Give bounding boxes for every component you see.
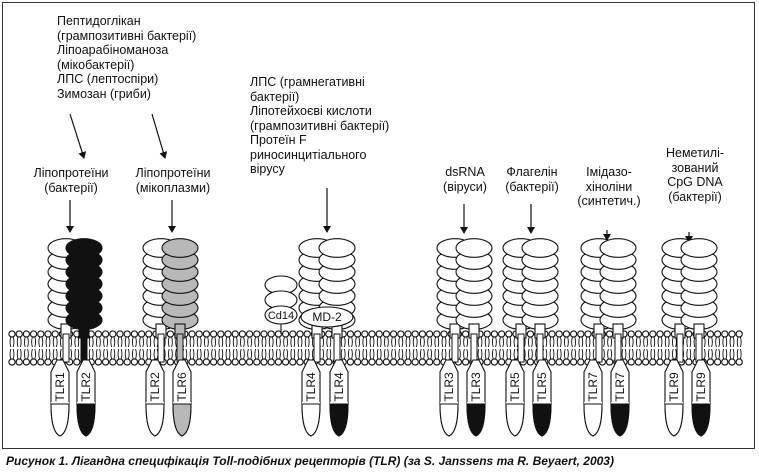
ligand-label-tlr7-tlr7: Імідазо-хіноліни(синтетич.) [572, 165, 646, 209]
tlr-chain-label: TLR6 [175, 372, 189, 402]
coreceptors: Cd14 MD-2 [264, 275, 354, 334]
ligand-label-tlr9-tlr9-line: (бактерії) [668, 189, 722, 204]
tlr2-ligand-list-line: ЛПС (лептоспіри) [57, 72, 159, 86]
ligand-label-tlr9-tlr9-line: Неметилі- [665, 146, 725, 160]
tlr4-ligand-list-line: ЛПС (грамнегативні [250, 75, 365, 89]
ligand-label-tlr1-tlr2: Ліпопротеїни(бактерії) [24, 166, 118, 195]
tlr-chain-label: TLR2 [148, 372, 162, 402]
receptor-tlr2-tlr6: TLR2 TLR6 [142, 238, 199, 437]
tlr4-ligand-list-line: бактерії) [250, 89, 300, 104]
ligand-label-tlr7-tlr7-line: хіноліни [585, 179, 633, 194]
tlr2-ligand-list-line: Зимозан (гриби) [57, 86, 151, 101]
ligand-label-tlr2-tlr6-line: Ліпопротеїни [135, 166, 211, 180]
ligand-label-tlr5-tlr5-line: Флагелін [506, 165, 558, 179]
ligand-label-tlr5-tlr5-line: (бактерії) [505, 179, 559, 194]
figure-caption: Рисунок 1. Лігандна специфікація Toll-по… [6, 454, 614, 468]
ligand-arrow [151, 113, 168, 159]
tlr-chain-label: TLR2 [79, 372, 93, 402]
ligand-label-tlr1-tlr2-line: (бактерії) [44, 180, 98, 195]
tlr2-ligand-list-line: Ліпоарабіноманоза [57, 43, 169, 57]
tlr4-ligand-list-line: Протеїн F [250, 133, 307, 147]
md2-coreceptor: MD-2 [300, 306, 354, 328]
tlr2-ligand-list-line: (грампозитивні бактерії) [57, 28, 197, 43]
ligand-label-tlr2-tlr6-line: (мікоплазми) [135, 180, 211, 195]
tlr-chain-label: TLR1 [53, 372, 67, 402]
tlr-chain-label: TLR9 [667, 372, 681, 402]
tlr2-ligand-list-line: (мікобактерії) [57, 57, 135, 72]
tlr-chain-label: TLR4 [332, 372, 346, 402]
tlr4-ligand-list-line: (грампозитивні бактерії) [250, 118, 390, 133]
ligand-label-tlr7-tlr7-line: (синтетич.) [577, 194, 641, 208]
figure-frame [2, 2, 755, 449]
ligand-label-tlr9-tlr9-line: CpG DNA [667, 175, 723, 189]
tlr4-ligand-list-line: риносинцитіального [250, 147, 367, 162]
ligand-label-tlr2-tlr6: Ліпопротеїни(мікоплазми) [127, 166, 219, 195]
receptor-tlr7-tlr7: TLR7 TLR7 [580, 238, 637, 437]
tlr-chain-label: TLR7 [586, 372, 600, 402]
ligand-arrows [66, 113, 693, 243]
tlr-chain-label: TLR5 [535, 372, 549, 402]
tlr-chain-label: TLR3 [442, 372, 456, 402]
md2-label: MD-2 [312, 310, 342, 324]
ligand-label-tlr5-tlr5: Флагелін(бактерії) [500, 165, 564, 194]
cd14-label: Cd14 [268, 310, 294, 322]
tlr-chain-label: TLR3 [469, 372, 483, 402]
ligand-label-tlr1-tlr2-line: Ліпопротеїни [33, 166, 109, 180]
tlr-chain-label: TLR7 [613, 372, 627, 402]
ligand-arrow [69, 113, 86, 159]
ligand-label-tlr3-tlr3-line: dsRNA [445, 165, 485, 179]
receptor-tlr5-tlr5: TLR5 TLR5 [502, 238, 559, 437]
tlr4-ligand-list-line: Ліпотейхоєві кислоти [250, 104, 372, 118]
tlr-chain-label: TLR9 [694, 372, 708, 402]
ligand-label-tlr3-tlr3: dsRNA(віруси) [436, 165, 494, 194]
receptor-tlr9-tlr9: TLR9 TLR9 [661, 238, 718, 437]
tlr2-ligand-list-line: Пептидоглікан [57, 14, 141, 28]
cell-membrane [8, 330, 743, 366]
cd14-coreceptor: Cd14 [264, 275, 298, 334]
tlr2-ligand-list: Пептидоглікан(грампозитивні бактерії)Ліп… [57, 14, 196, 101]
ligand-label-tlr9-tlr9-line: зований [671, 160, 719, 175]
ligand-label-tlr3-tlr3-line: (віруси) [443, 179, 487, 194]
tlr4-ligand-list-line: вірусу [250, 162, 285, 176]
receptor-tlr3-tlr3: TLR3 TLR3 [436, 238, 493, 437]
tlr-chain-label: TLR5 [508, 372, 522, 402]
receptor-tlr1-tlr2: TLR1 TLR2 [47, 238, 103, 437]
ligand-label-tlr7-tlr7-line: Імідазо- [586, 165, 632, 179]
tlr-chain-label: TLR4 [304, 372, 318, 402]
